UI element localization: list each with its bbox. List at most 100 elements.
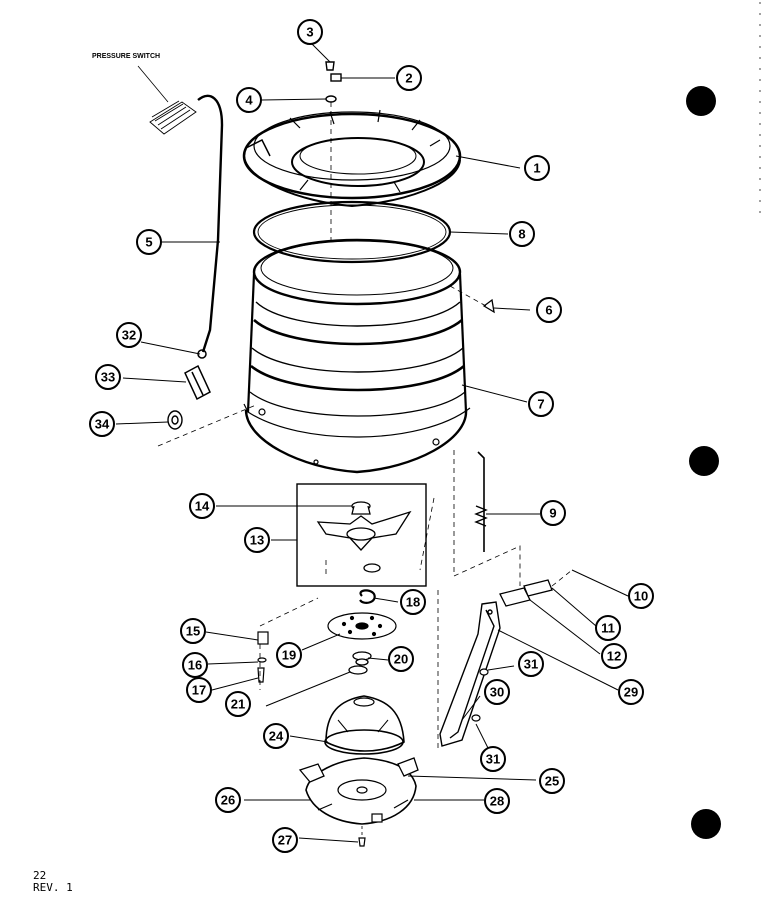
callout-c13: 13: [244, 527, 270, 553]
leader-pressure-switch: [137, 65, 169, 103]
callout-number: 5: [145, 235, 152, 250]
callout-number: 3: [306, 25, 313, 40]
callout-c21: 21: [225, 691, 251, 717]
binder-hole: [689, 446, 719, 476]
callout-circle: [116, 322, 142, 348]
callout-number: 8: [518, 227, 525, 242]
callout-circle: [186, 677, 212, 703]
top-fasteners: [325, 61, 342, 103]
callout-circle: [225, 691, 251, 717]
dashed-leader: [325, 497, 435, 578]
washers: [348, 651, 372, 675]
callout-number: 19: [282, 648, 296, 663]
drive-pulley: [327, 612, 397, 640]
air-dome: [184, 364, 211, 401]
callout-number: 31: [524, 657, 538, 672]
callout-circle: [528, 391, 554, 417]
agitator-drive: [316, 501, 412, 573]
support-leg: [439, 601, 501, 747]
callout-c28: 28: [484, 788, 510, 814]
callout-c11: 11: [595, 615, 621, 641]
grommet: [167, 410, 183, 430]
callout-circle: [244, 527, 270, 553]
callout-number: 2: [405, 71, 412, 86]
callout-c12: 12: [601, 643, 627, 669]
callout-circle: [396, 65, 422, 91]
binder-hole: [691, 809, 721, 839]
callout-number: 7: [537, 397, 544, 412]
tub-seal: [252, 200, 452, 264]
callout-number: 32: [122, 328, 136, 343]
callout-c20: 20: [388, 646, 414, 672]
mount-brackets: [499, 579, 553, 607]
callout-number: 20: [394, 652, 408, 667]
callout-number: 33: [101, 370, 115, 385]
bottom-screw: [358, 837, 366, 847]
callout-number: 31: [486, 752, 500, 767]
callout-number: 27: [278, 833, 292, 848]
callout-circle: [297, 19, 323, 45]
callout-circle: [480, 746, 506, 772]
transmission-cover: [324, 695, 405, 755]
callout-circle: [509, 221, 535, 247]
callout-circle: [89, 411, 115, 437]
pressure-switch: [149, 100, 197, 135]
callout-number: 9: [549, 506, 556, 521]
callout-number: 26: [221, 793, 235, 808]
agitator-assembly-box: [296, 483, 427, 587]
callout-c31a: 31: [518, 651, 544, 677]
callout-circle: [601, 643, 627, 669]
callout-circle: [136, 229, 162, 255]
tub-clip: [482, 298, 495, 314]
outer-tub: [243, 238, 471, 474]
callout-circle: [618, 679, 644, 705]
callout-circle: [400, 589, 426, 615]
callout-number: 21: [231, 697, 245, 712]
callout-c29: 29: [618, 679, 644, 705]
callout-c32: 32: [116, 322, 142, 348]
callout-number: 4: [245, 93, 253, 108]
dashed-leader: [453, 450, 521, 586]
callout-c3: 3: [297, 19, 323, 45]
callout-number: 24: [269, 729, 284, 744]
callout-c30: 30: [484, 679, 510, 705]
callout-number: 25: [545, 774, 559, 789]
callout-number: 11: [601, 621, 615, 636]
retaining-clip: [359, 589, 376, 604]
callout-number: 12: [607, 649, 621, 664]
callout-circle: [518, 651, 544, 677]
pressure-hose: [197, 94, 224, 353]
callout-circle: [215, 787, 241, 813]
suspension-spring: [474, 451, 488, 552]
left-fasteners: [257, 631, 269, 683]
callout-c34: 34: [89, 411, 115, 437]
callout-c19: 19: [276, 642, 302, 668]
callout-circle: [628, 583, 654, 609]
callout-circle: [95, 364, 121, 390]
callout-number: 18: [406, 595, 420, 610]
callout-circle: [272, 827, 298, 853]
callout-circle: [524, 155, 550, 181]
dashed-leader: [259, 597, 319, 690]
callout-c6: 6: [536, 297, 562, 323]
callout-c1: 1: [524, 155, 550, 181]
callout-c26: 26: [215, 787, 241, 813]
callout-c14: 14: [189, 493, 215, 519]
leg-bolts: [471, 668, 489, 722]
callout-number: 30: [490, 685, 504, 700]
pressure-switch-caption: PRESSURE SWITCH: [92, 53, 160, 60]
callout-number: 29: [624, 685, 638, 700]
callout-c8: 8: [509, 221, 535, 247]
callout-leaders: [115, 43, 629, 843]
callout-circle: [276, 642, 302, 668]
callout-circle: [484, 788, 510, 814]
callout-number: 1: [533, 161, 540, 176]
dashed-leader: [551, 569, 573, 587]
callout-c31b: 31: [480, 746, 506, 772]
callout-c15: 15: [180, 618, 206, 644]
callout-c25: 25: [539, 768, 565, 794]
callout-c16: 16: [182, 652, 208, 678]
callout-circle: [484, 679, 510, 705]
callout-c33: 33: [95, 364, 121, 390]
